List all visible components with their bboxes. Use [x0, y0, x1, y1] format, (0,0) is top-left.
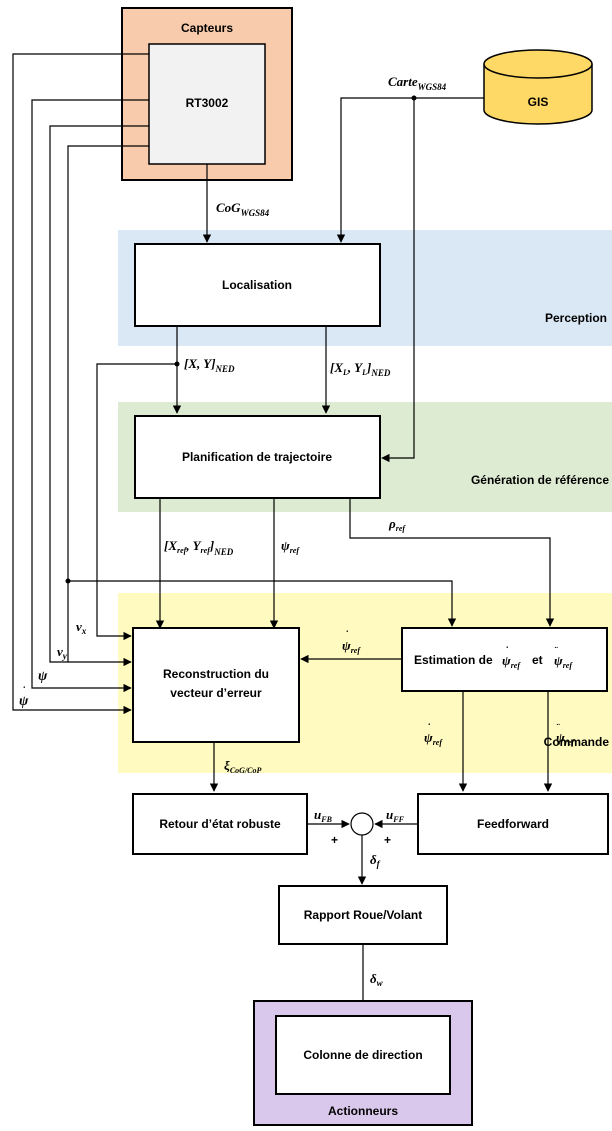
psi-dot-ref-label-2: ψref — [424, 730, 443, 747]
plus-right: + — [384, 833, 391, 847]
psi-ref-label: ψref — [281, 538, 300, 555]
ratio-label: Rapport Roue/Volant — [304, 908, 422, 922]
xref-ned-label: [Xref, Yref]NED — [164, 538, 234, 557]
gis-database: GIS — [483, 49, 593, 125]
plus-left: + — [331, 833, 338, 847]
vx-label: vx — [76, 619, 87, 636]
reference-title: Génération de référence — [471, 473, 609, 487]
estimation-dot-2: ¨ — [554, 646, 558, 657]
steering-column-block — [275, 1015, 451, 1095]
gis-label: GIS — [528, 95, 549, 109]
vy-label: vy — [57, 644, 68, 661]
estimation-dot-1: ˙ — [505, 646, 508, 657]
sensors-title: Capteurs — [181, 21, 233, 35]
reconstruction-label-1: Reconstruction du — [163, 667, 269, 681]
estimation-psi-ddot: ψref — [554, 653, 573, 670]
psi-dot-ref-dot-1: ˙ — [345, 630, 348, 641]
uff-label: uFF — [386, 807, 405, 824]
cog-label: CoGWGS84 — [216, 200, 270, 218]
rt3002-block — [148, 43, 266, 165]
estimation-psi-dot: ψref — [502, 653, 521, 670]
reconstruction-block — [132, 627, 300, 743]
ufb-label: uFB — [314, 807, 333, 824]
xlyl-ned-label: [XL, YL]NED — [330, 360, 391, 378]
psi-dot-ref-dot-2: ˙ — [427, 723, 430, 734]
psi-dot-meas-label: ψ — [19, 694, 29, 709]
estimation-label: Estimation de — [414, 653, 493, 667]
delta-f-label: δf — [370, 852, 381, 869]
psi-meas-label: ψ — [38, 669, 48, 684]
carte-label: CarteWGS84 — [388, 74, 447, 92]
psi-dot-ref-label-1: ψref — [342, 638, 361, 655]
summing-junction — [350, 812, 374, 836]
perception-title: Perception — [545, 311, 607, 325]
planning-label: Planification de trajectoire — [182, 450, 332, 464]
xi-label: ξCoG/CoP — [224, 758, 262, 775]
rt3002-label: RT3002 — [186, 96, 229, 110]
actuators-title: Actionneurs — [328, 1104, 398, 1118]
command-title: Commande — [544, 735, 610, 749]
state-feedback-label: Retour d’état robuste — [159, 817, 281, 831]
estimation-et: et — [532, 653, 543, 667]
psi-ddot-ref-label: ψref — [556, 730, 575, 747]
localisation-label: Localisation — [222, 278, 292, 292]
psi-dot-meas-dot: ˙ — [22, 686, 25, 697]
reconstruction-label-2: vecteur d’erreur — [170, 686, 262, 700]
xy-ned-label: [X, Y]NED — [184, 356, 235, 374]
steering-column-label: Colonne de direction — [303, 1048, 422, 1062]
rho-ref-label: ρref — [388, 516, 406, 533]
delta-w-label: δw — [370, 971, 384, 988]
feedforward-label: Feedforward — [477, 817, 549, 831]
localisation-block — [134, 243, 381, 327]
planning-block — [134, 415, 381, 499]
psi-ddot-ref-dot: ¨ — [556, 723, 560, 734]
